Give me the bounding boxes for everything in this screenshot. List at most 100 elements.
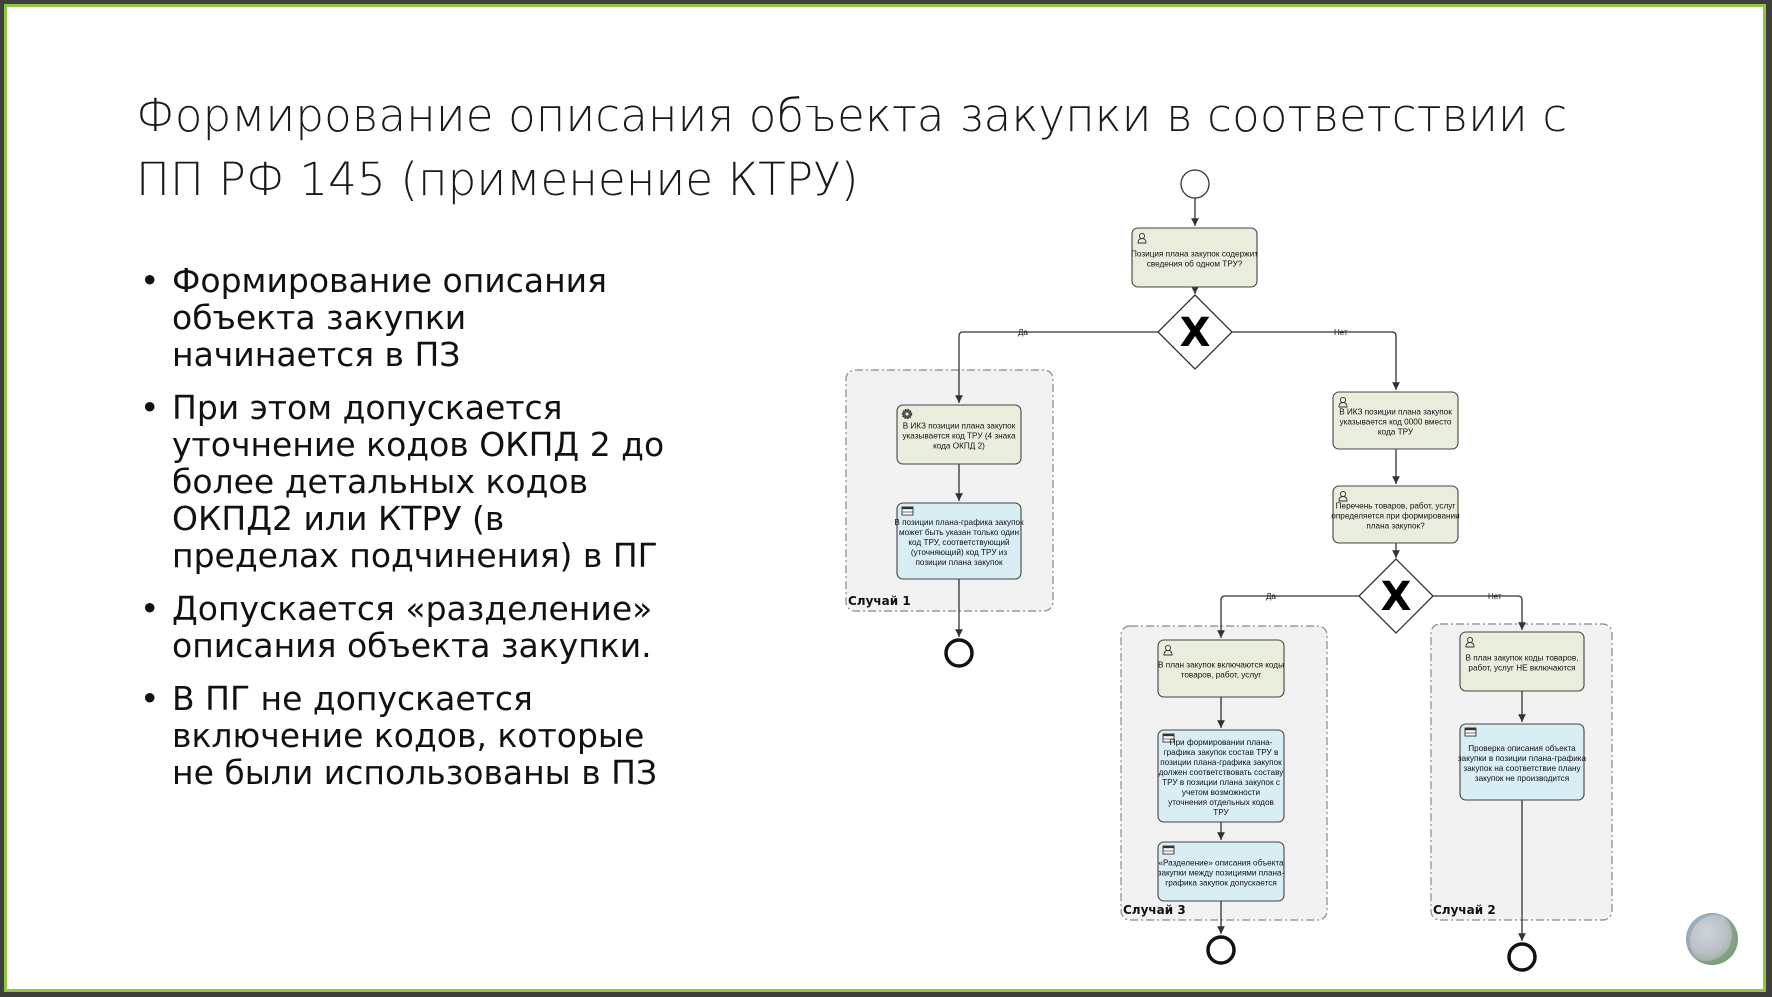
task-box <box>1332 485 1459 544</box>
bullet-dot: • <box>140 679 160 718</box>
table-icon <box>1162 733 1175 743</box>
task-box <box>1332 391 1459 450</box>
task-text-line: закупок не производится <box>1475 774 1569 783</box>
bullet-list: • Формирование описания объекта закупки н… <box>136 262 676 807</box>
task-text-line: Проверка описания объекта <box>1468 744 1576 753</box>
end-event-case1 <box>944 638 974 668</box>
task-text-line: позиции плана-графика закупок <box>1160 758 1282 767</box>
bullet-dot: • <box>140 589 160 628</box>
task-text-line: указывается код 0000 вместо <box>1340 418 1452 427</box>
bullet-text: При этом допускается уточнение кодов ОКП… <box>172 388 665 575</box>
task-text-line: сведения об одном ТРУ? <box>1147 260 1243 269</box>
bullet-text: В ПГ не допускается включение кодов, кот… <box>172 679 658 792</box>
task-text-line: работ, услуг НЕ включаются <box>1468 664 1575 673</box>
task-text-line: код ТРУ, соответствующий <box>908 538 1009 547</box>
bullet-item: • Формирование описания объекта закупки н… <box>136 262 676 373</box>
task-t-case3-b: При формировании плана-графика закупок с… <box>1157 729 1285 823</box>
flow-label-yes: Да <box>1018 328 1028 337</box>
task-text-line: В план закупок коды товаров, <box>1466 654 1579 663</box>
task-text-line: должен соответствовать составу <box>1159 768 1285 777</box>
task-box <box>1157 841 1285 902</box>
gateway-x-icon: X <box>1180 310 1211 356</box>
task-t-case2-a: В план закупок коды товаров,работ, услуг… <box>1459 631 1585 692</box>
table-icon <box>901 506 914 516</box>
exclusive-gateway-2: X <box>1358 558 1434 634</box>
task-text-line: ТРУ в позиции плана закупок с <box>1162 778 1280 787</box>
task-text-line: учетом возможности <box>1182 788 1260 797</box>
task-text-line: товаров, работ, услуг <box>1181 671 1262 680</box>
user-icon <box>1465 636 1475 648</box>
gear-icon <box>901 408 913 420</box>
task-text-line: При формировании плана- <box>1170 738 1273 747</box>
group-label-case3: Случай 3 <box>1123 903 1186 917</box>
end-event-case2 <box>1507 942 1537 972</box>
task-text-line: определяется при формировании <box>1331 512 1459 521</box>
task-t-right-b: Перечень товаров, работ, услугопределяет… <box>1331 485 1460 544</box>
task-text-line: указывается код ТРУ (4 знака <box>902 432 1016 441</box>
task-box <box>896 502 1022 580</box>
task-text-line: (уточняющий) код ТРУ из <box>911 548 1008 557</box>
bullet-item: • В ПГ не допускается включение кодов, ко… <box>136 680 676 791</box>
task-text-line: «Разделение» описания объекта <box>1158 859 1284 868</box>
task-text-line: кода ОКПД 2) <box>933 442 985 451</box>
task-text-line: Позиция плана закупок содержит <box>1131 250 1258 259</box>
bullet-text: Формирование описания объекта закупки на… <box>172 261 607 374</box>
task-box <box>1131 227 1258 288</box>
task-text-line: закупки между позициями плана- <box>1158 869 1285 878</box>
bullet-item: • При этом допускается уточнение кодов ОК… <box>136 389 676 574</box>
task-box <box>1459 723 1585 801</box>
task-text-line: позиции плана закупок <box>915 558 1003 567</box>
task-text-line: В ИКЗ позиции плана закупок <box>903 422 1016 431</box>
title-line-2: ПП РФ 145 (применение КТРУ) <box>136 153 859 206</box>
flow-gateway2-no <box>1433 595 1526 630</box>
table-icon <box>1162 845 1175 855</box>
bullet-item: • Допускается «разделение» описания объек… <box>136 590 676 664</box>
task-box <box>1459 631 1585 692</box>
user-icon <box>1338 490 1348 502</box>
end-event-case3 <box>1206 935 1236 965</box>
flow-label-no: Нет <box>1488 592 1502 601</box>
task-text-line: графика закупок состав ТРУ в <box>1164 748 1279 757</box>
bullet-text: Допускается «разделение» описания объект… <box>172 589 653 665</box>
user-icon <box>1163 644 1173 656</box>
task-text-line: закупки в позиции плана-графика <box>1458 754 1587 763</box>
task-text-line: ТРУ <box>1213 808 1229 817</box>
task-text-line: В ИКЗ позиции плана закупок <box>1339 408 1452 417</box>
bullet-dot: • <box>140 388 160 427</box>
user-icon <box>1137 232 1147 244</box>
flow-label-no: Нет <box>1334 328 1348 337</box>
flow-gateway2-yes <box>1217 595 1359 638</box>
group-label-case1: Случай 1 <box>848 594 911 608</box>
flow-gateway1-yes <box>955 331 1158 403</box>
task-text-line: может быть указан только один <box>899 528 1019 537</box>
title-line-1: Формирование описания объекта закупки в … <box>136 89 1568 142</box>
flow-gateway1-no <box>1232 331 1400 390</box>
flow-label-yes: Да <box>1266 592 1276 601</box>
table-icon <box>1464 727 1477 737</box>
task-text-line: закупок на соответствие плану <box>1463 764 1581 773</box>
task-text-line: Перечень товаров, работ, услуг <box>1336 502 1456 511</box>
user-icon <box>1338 396 1348 408</box>
task-box <box>896 404 1022 465</box>
start-event <box>1180 169 1210 199</box>
task-text-line: плана закупок? <box>1366 522 1425 531</box>
task-text-line: кода ТРУ <box>1378 428 1414 437</box>
task-box <box>1157 729 1285 823</box>
gateway-x-icon: X <box>1381 574 1412 620</box>
bullet-dot: • <box>140 261 160 300</box>
task-text-line: В позиции плана-графика закупок <box>894 518 1024 527</box>
task-box <box>1157 639 1285 698</box>
sequence-flows <box>955 198 1526 941</box>
task-text-line: уточнения отдельных кодов <box>1168 798 1274 807</box>
slide-navigation-button[interactable] <box>1686 913 1738 965</box>
slide-title: Формирование описания объекта закупки в … <box>136 84 1656 212</box>
task-text-line: графика закупок допускается <box>1165 879 1277 888</box>
